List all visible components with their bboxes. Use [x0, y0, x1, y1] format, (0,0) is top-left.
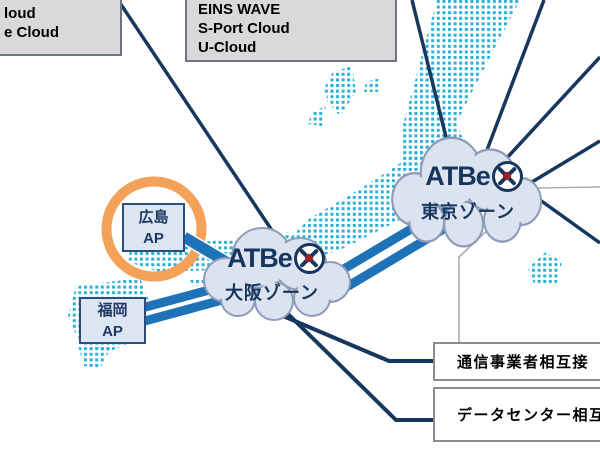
ap-city: 広島: [138, 208, 169, 226]
ap-type: AP: [143, 229, 164, 247]
atbex-x-icon: [293, 242, 325, 274]
hiroshima-ap-box: 広島 AP: [122, 203, 185, 252]
ap-type: AP: [102, 322, 123, 340]
osaka-zone-label: 大阪ゾーン: [224, 283, 320, 303]
atbex-logo-tokyo: ATBe: [404, 158, 544, 194]
atbex-logo-osaka: ATBe: [206, 241, 346, 275]
datacenter-interconnect-box: データセンター相互: [433, 387, 600, 442]
carrier-interconnect-label: 通信事業者相互接: [457, 354, 590, 371]
service-label: S-Port Cloud: [198, 20, 290, 37]
highlight-circle: [101, 176, 207, 282]
carrier-interconnect-box: 通信事業者相互接: [433, 342, 600, 381]
ap-city: 福岡: [97, 301, 128, 319]
partial-cloud-services-box: loud e Cloud: [0, 0, 122, 56]
datacenter-interconnect-label: データセンター相互: [457, 407, 600, 424]
network-lines: [116, 0, 600, 422]
service-label: loud: [4, 5, 36, 22]
atbex-logo-text: ATBe: [425, 160, 491, 191]
atbex-logo-text: ATBe: [227, 242, 293, 273]
fukuoka-ap-box: 福岡 AP: [79, 297, 146, 344]
atbex-x-icon: [491, 160, 523, 192]
tokyo-zone-label: 東京ゾーン: [420, 202, 516, 222]
cloud-services-box: EINS WAVE S-Port Cloud U-Cloud: [185, 0, 397, 62]
service-label: U-Cloud: [198, 39, 257, 56]
service-label: EINS WAVE: [198, 1, 281, 18]
service-label: e Cloud: [4, 24, 59, 41]
